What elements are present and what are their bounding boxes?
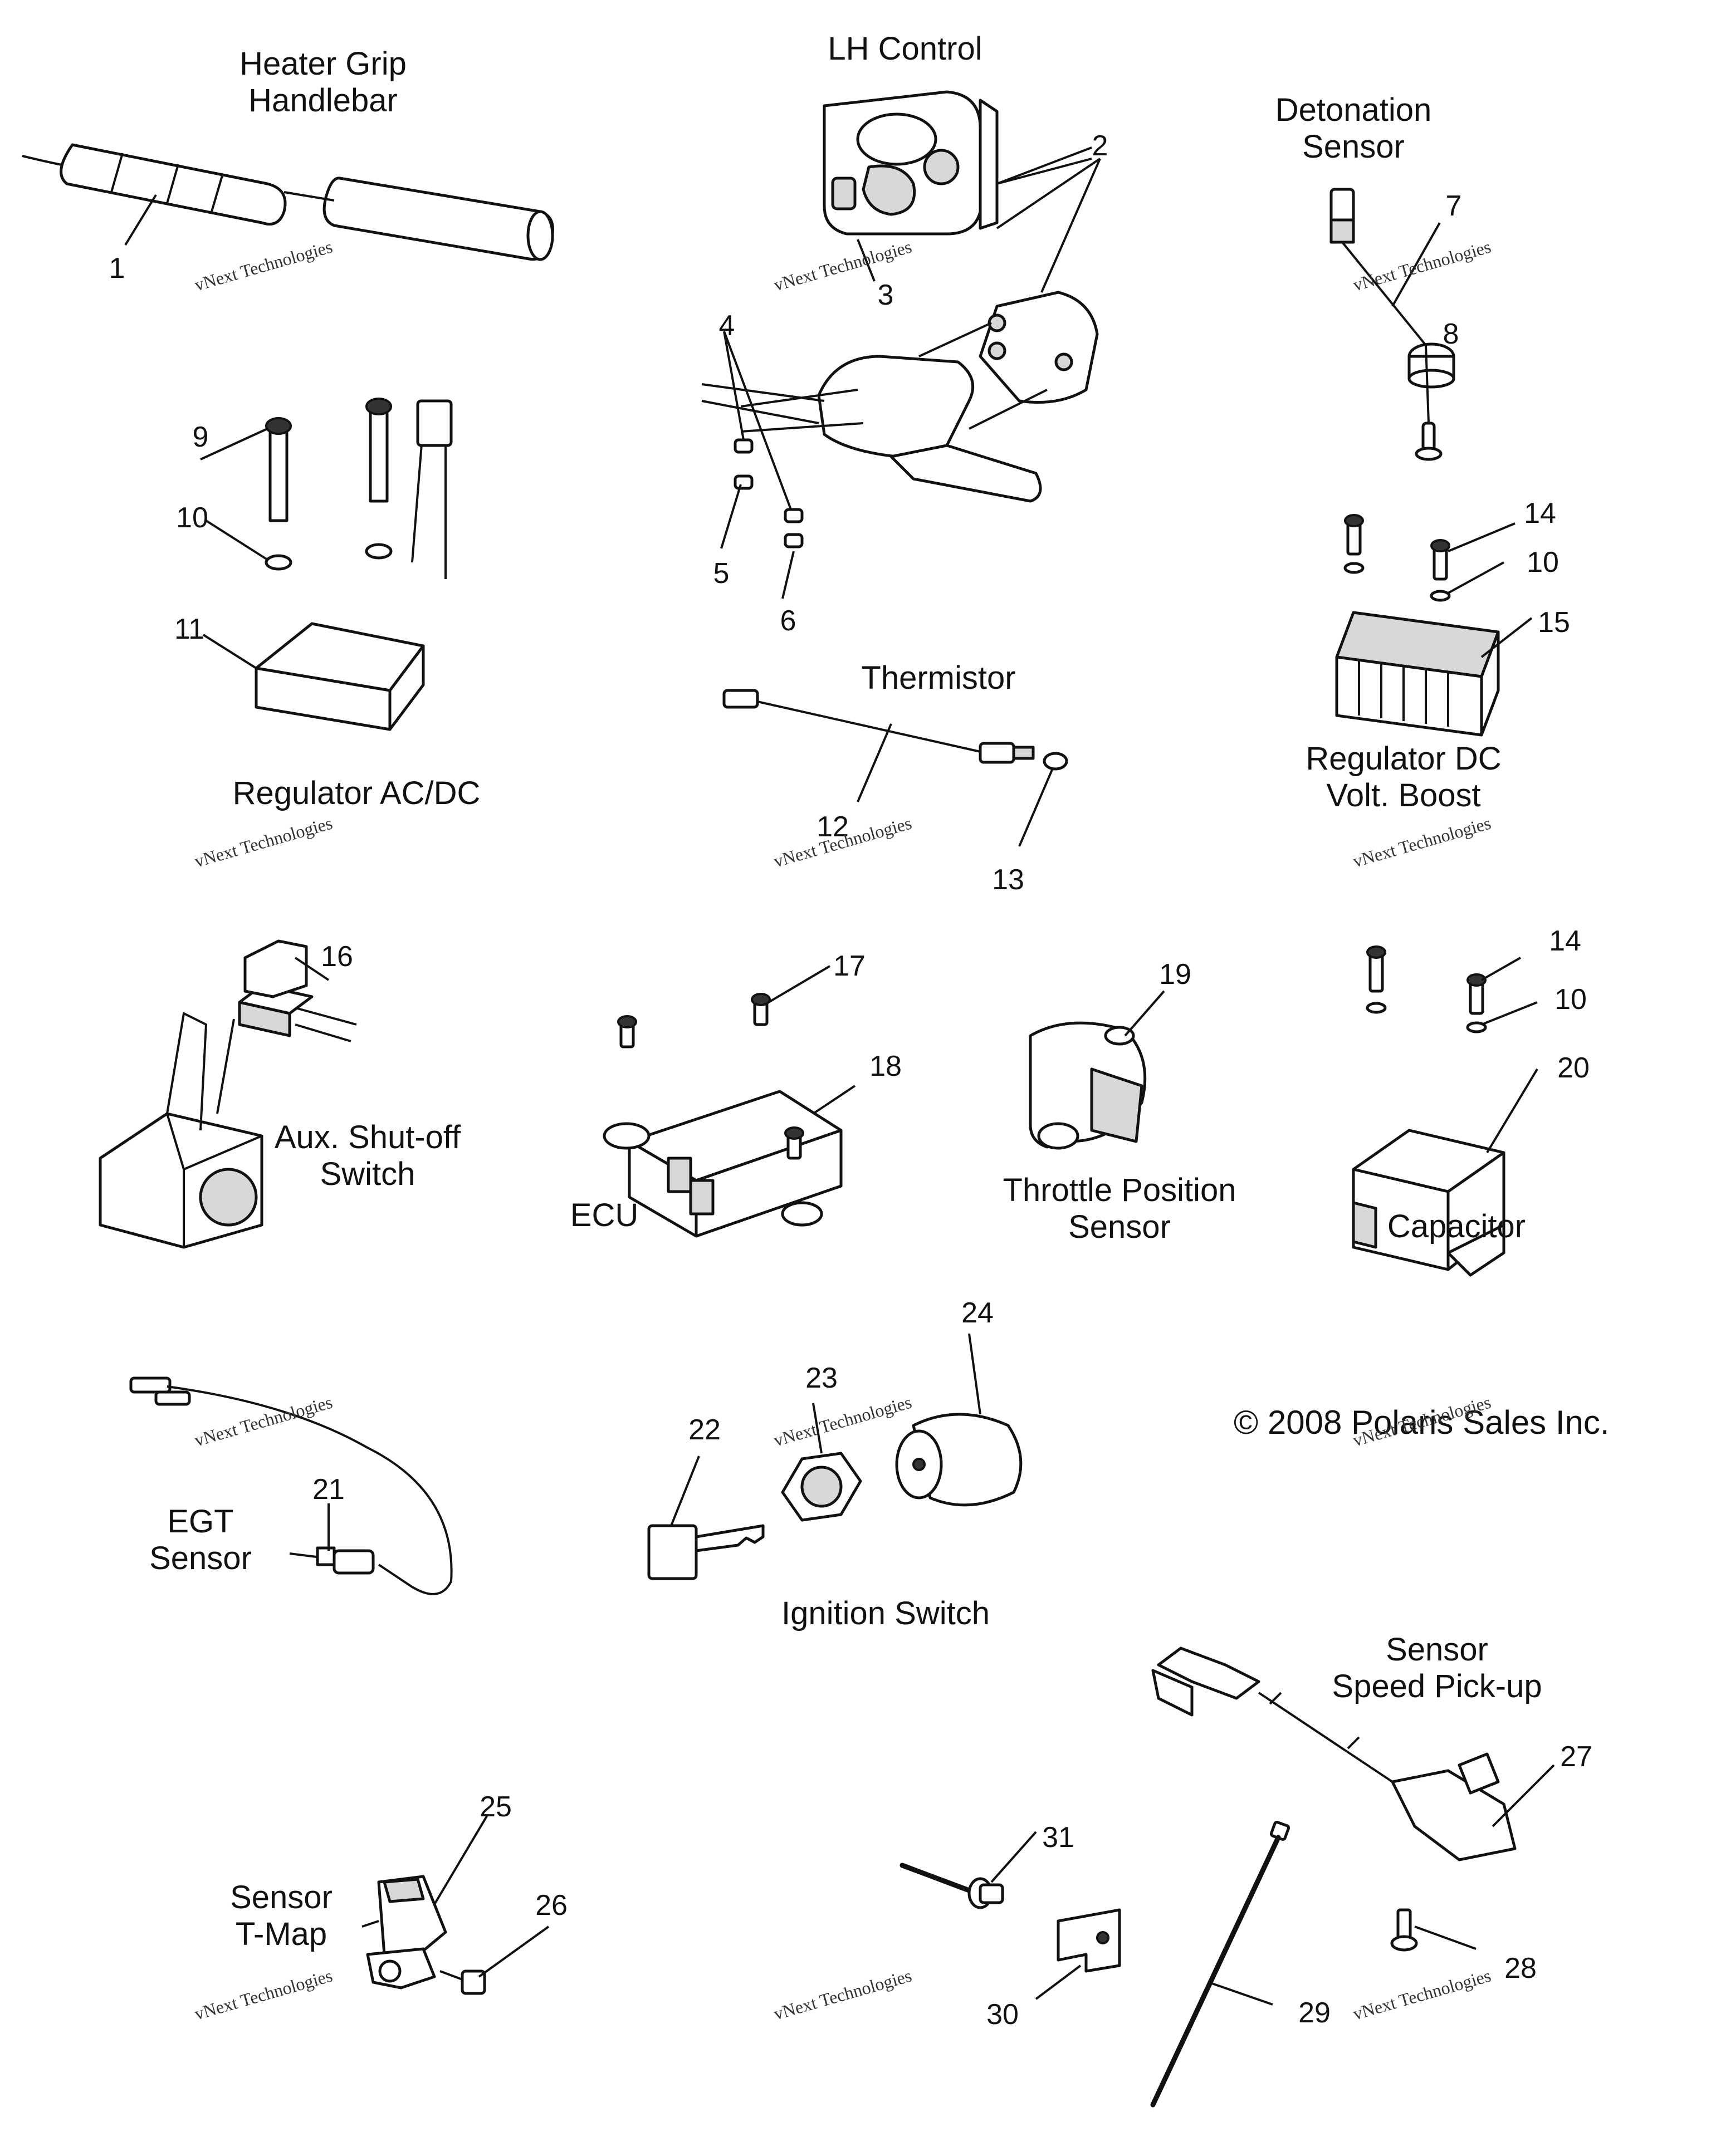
title-tps-text: Throttle Position Sensor	[1003, 1172, 1236, 1245]
callout-6: 6	[780, 605, 796, 637]
copyright-notice: © 2008 Polaris Sales Inc.	[1234, 1404, 1610, 1441]
regulator-acdc	[255, 398, 453, 731]
title-egt-text: EGT Sensor	[149, 1503, 252, 1576]
callout-10a: 10	[176, 502, 208, 534]
aux-switch	[99, 939, 357, 1249]
title-ecu-text: ECU	[570, 1197, 639, 1233]
title-ignition-text: Ignition Switch	[781, 1595, 990, 1631]
callout-10b: 10	[1527, 546, 1559, 579]
callout-5: 5	[713, 557, 730, 590]
title-thermistor: Thermistor	[861, 660, 1015, 697]
callout-15: 15	[1538, 606, 1570, 639]
callout-14a: 14	[1524, 497, 1556, 530]
callout-7: 7	[1445, 190, 1462, 222]
tmap-sensor	[361, 1875, 486, 1995]
speed-pickup-sensor	[1151, 1647, 1517, 1861]
callout-20: 20	[1557, 1052, 1590, 1084]
title-tmap: Sensor T-Map	[230, 1879, 333, 1953]
ignition-switch	[647, 1413, 1023, 1580]
title-heater-grip: Heater Grip Handlebar	[239, 46, 407, 119]
callout-16: 16	[321, 940, 353, 973]
title-egt: EGT Sensor	[149, 1503, 252, 1577]
heater-grip	[22, 143, 554, 261]
title-regulator-acdc-text: Regulator AC/DC	[232, 775, 481, 811]
bolt-28	[1390, 1908, 1418, 1952]
callout-29: 29	[1298, 1997, 1331, 2029]
title-regulator-dc-text: Regulator DC Volt. Boost	[1306, 741, 1502, 814]
callout-1: 1	[109, 252, 125, 285]
callout-13: 13	[992, 864, 1024, 896]
title-ignition: Ignition Switch	[781, 1595, 990, 1632]
title-ecu: ECU	[570, 1197, 638, 1234]
title-thermistor-text: Thermistor	[861, 660, 1016, 696]
title-speed-pickup: Sensor Speed Pick-up	[1332, 1631, 1542, 1705]
callout-18: 18	[869, 1050, 902, 1082]
callout-31: 31	[1042, 1821, 1074, 1854]
title-aux-switch: Aux. Shut-off Switch	[275, 1119, 461, 1193]
callout-11: 11	[174, 613, 204, 645]
title-detonation-text: Detonation Sensor	[1275, 92, 1432, 165]
title-lh-control: LH Control	[828, 31, 982, 67]
title-speed-pickup-text: Sensor Speed Pick-up	[1332, 1631, 1542, 1704]
callout-8: 8	[1443, 318, 1459, 350]
egt-sensor	[129, 1376, 453, 1595]
title-aux-switch-text: Aux. Shut-off Switch	[274, 1119, 461, 1192]
callout-24: 24	[961, 1297, 994, 1329]
title-regulator-dc: Regulator DC Volt. Boost	[1306, 741, 1501, 814]
title-lh-control-text: LH Control	[828, 31, 982, 67]
bracket-30	[1057, 1908, 1121, 1973]
pin-31	[900, 1863, 1004, 1909]
callout-4: 4	[718, 310, 735, 342]
title-tmap-text: Sensor T-Map	[230, 1879, 333, 1952]
callout-14b: 14	[1549, 925, 1581, 957]
capacitor	[1352, 945, 1505, 1277]
title-tps: Throttle Position Sensor	[1003, 1172, 1236, 1246]
callout-26: 26	[535, 1889, 568, 1922]
thermistor	[722, 689, 1068, 771]
callout-19: 19	[1159, 958, 1191, 991]
callout-23: 23	[805, 1362, 838, 1394]
callout-25: 25	[480, 1791, 512, 1823]
callout-17: 17	[833, 950, 866, 982]
callout-28: 28	[1504, 1952, 1537, 1984]
callout-9: 9	[192, 421, 209, 453]
title-capacitor: Capacitor	[1387, 1208, 1526, 1245]
callout-12: 12	[817, 811, 849, 843]
title-regulator-acdc: Regulator AC/DC	[233, 775, 481, 812]
ecu	[603, 993, 843, 1238]
leader-lines	[124, 146, 1555, 2006]
lh-control	[701, 90, 1101, 548]
title-capacitor-text: Capacitor	[1387, 1208, 1526, 1244]
callout-2: 2	[1092, 130, 1108, 162]
callout-27: 27	[1560, 1741, 1592, 1773]
title-detonation: Detonation Sensor	[1275, 92, 1432, 165]
callout-21: 21	[312, 1473, 345, 1506]
throttle-position-sensor	[1029, 1021, 1147, 1150]
cable-tie	[1150, 1820, 1290, 2108]
callout-3: 3	[877, 279, 894, 311]
title-heater-grip-text: Heater Grip Handlebar	[239, 46, 407, 119]
callout-30: 30	[986, 1998, 1019, 2031]
callout-22: 22	[688, 1414, 721, 1446]
regulator-dc	[1335, 514, 1500, 737]
callout-10c: 10	[1554, 983, 1587, 1016]
